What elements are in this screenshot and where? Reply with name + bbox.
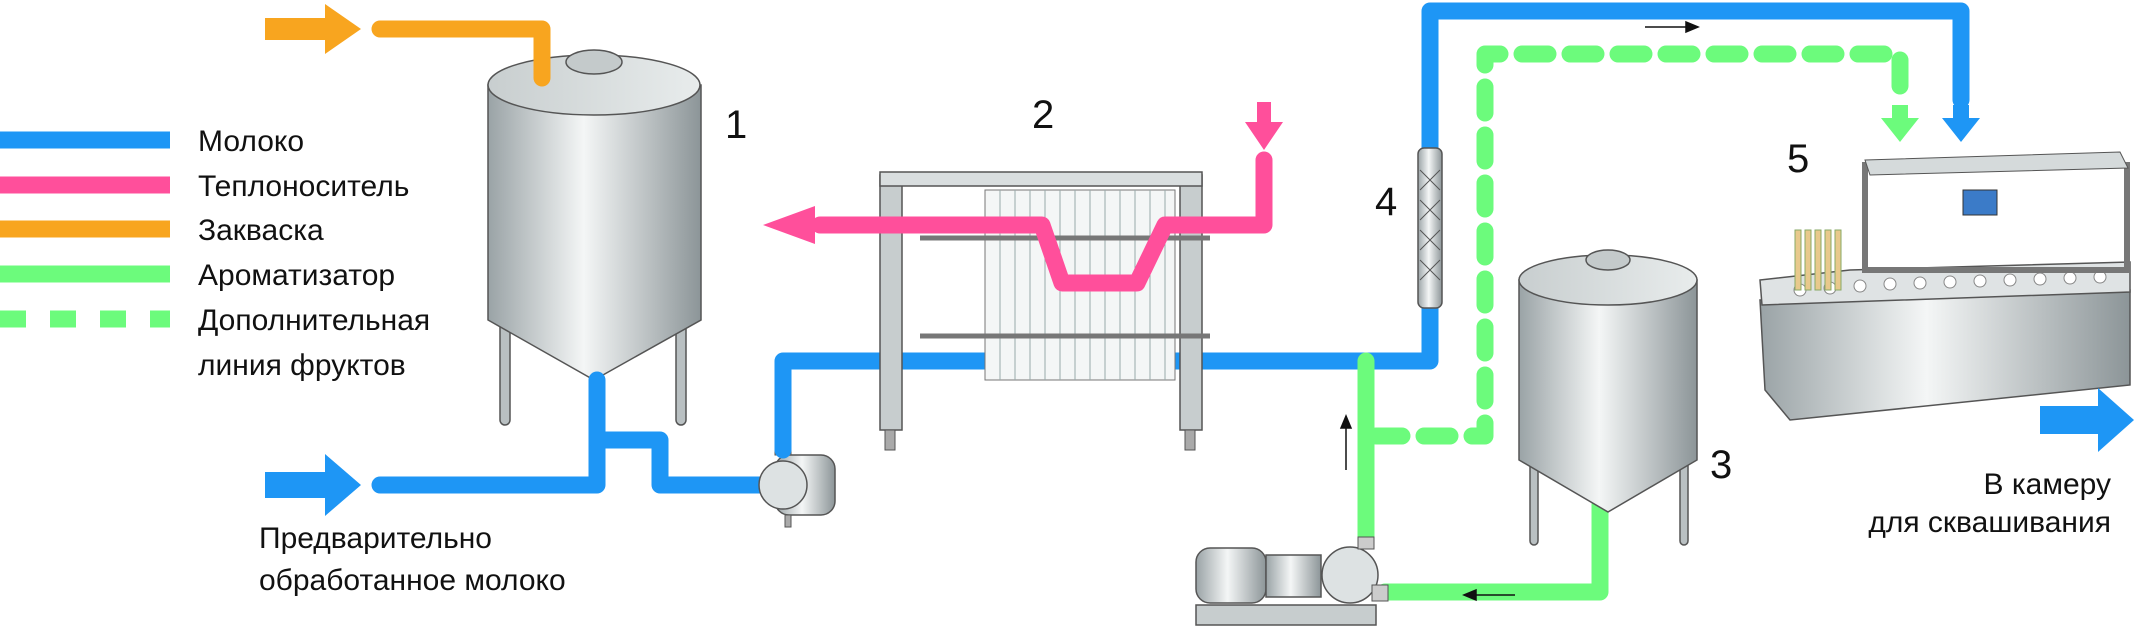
heat-out-arrow-icon xyxy=(763,206,815,244)
flow-arrow-left-icon xyxy=(1462,588,1515,602)
label-number-3: 3 xyxy=(1710,443,1732,487)
inlet-label-2: обработанное молоко xyxy=(259,564,566,597)
culture-arrow-icon xyxy=(265,4,361,54)
milk-inlet xyxy=(265,371,774,516)
outlet-label-1: В камеру xyxy=(1984,468,2111,501)
legend-label-fruit: Дополнительная xyxy=(198,304,430,337)
filling-machine-5 xyxy=(1759,151,2131,421)
flow-arrow-right-icon xyxy=(1645,20,1700,34)
label-number-4: 4 xyxy=(1375,180,1397,224)
legend-label-flavor: Ароматизатор xyxy=(198,259,395,292)
heat-in-arrow-icon xyxy=(1245,102,1283,150)
fruit-pipe-dashed xyxy=(1367,45,1909,445)
legend-label-fruit-2: линия фруктов xyxy=(198,349,406,382)
legend: Молоко Теплоноситель Закваска Ароматизат… xyxy=(0,125,430,382)
heat-exchanger-2 xyxy=(879,171,1210,451)
legend-label-heat: Теплоноситель xyxy=(198,170,409,203)
flavor-pipe-from-tank xyxy=(1376,496,1609,601)
label-number-1: 1 xyxy=(725,103,747,147)
tank-3 xyxy=(1518,249,1698,546)
label-number-5: 5 xyxy=(1787,137,1809,181)
outlet-arrow-icon xyxy=(2040,388,2134,452)
inlet-label-1: Предварительно xyxy=(259,522,492,555)
pump-2 xyxy=(1195,536,1389,626)
legend-label-milk: Молоко xyxy=(198,125,304,158)
pump-1 xyxy=(758,444,836,528)
outlet-label-2: для сквашивания xyxy=(1868,506,2111,539)
flow-arrow-up-icon xyxy=(1339,414,1353,470)
culture-inlet xyxy=(265,4,551,87)
milk-down-arrow-icon xyxy=(1942,105,1980,142)
label-number-2: 2 xyxy=(1032,93,1054,137)
heat-pipe xyxy=(811,151,1273,292)
tank-1 xyxy=(487,49,702,426)
fruit-down-arrow-icon xyxy=(1881,105,1919,142)
milk-inlet-arrow-icon xyxy=(265,454,361,516)
milk-pipe-to-5 xyxy=(1421,2,1970,159)
legend-label-culture: Закваска xyxy=(198,214,324,247)
inline-mixer-4 xyxy=(1417,147,1443,309)
